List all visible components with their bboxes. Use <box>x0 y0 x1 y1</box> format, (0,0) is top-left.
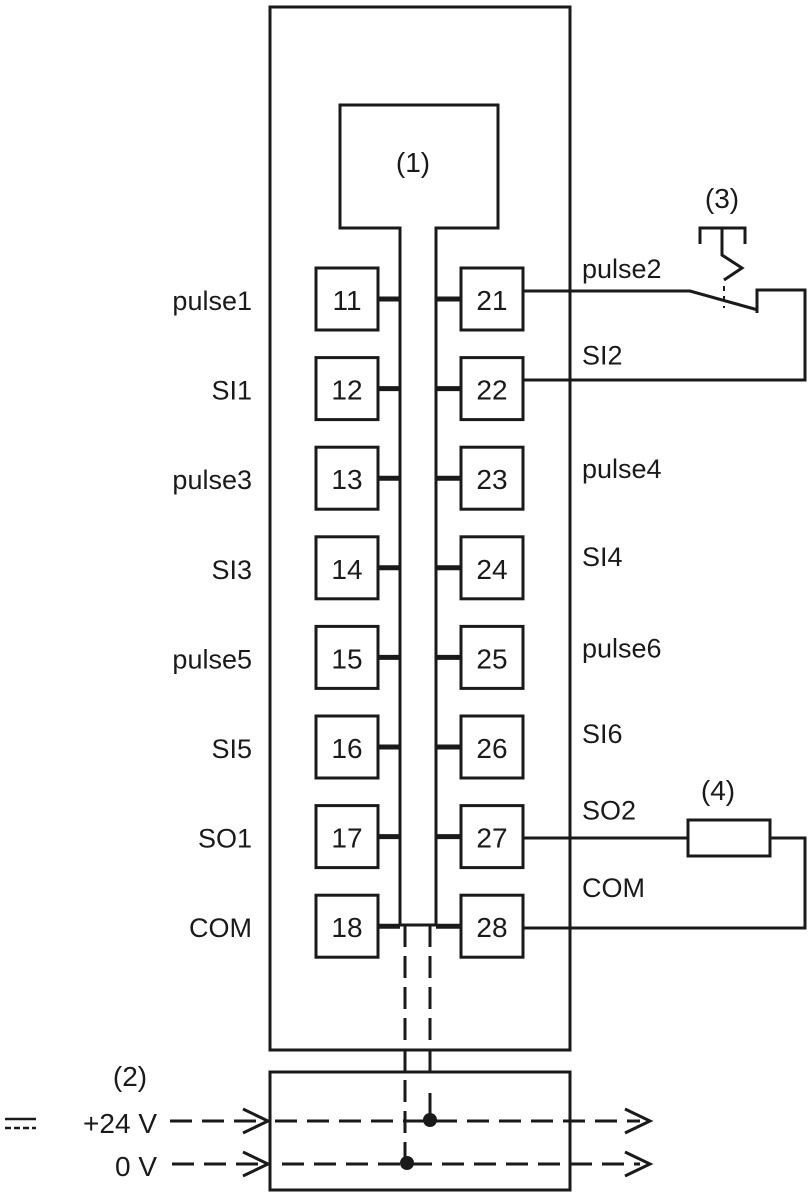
terminal-number: 21 <box>476 285 507 316</box>
terminal-number: 18 <box>331 912 362 943</box>
terminal-label: pulse3 <box>172 465 252 495</box>
terminal-label: SI3 <box>211 555 252 585</box>
supply-plus-label: +24 V <box>83 1108 157 1139</box>
terminal-label: SI4 <box>582 542 623 572</box>
terminal-number: 14 <box>331 554 362 585</box>
terminal-label: pulse5 <box>172 644 252 674</box>
terminal-number: 24 <box>476 554 507 585</box>
module-housing <box>268 5 572 1052</box>
terminal-number: 12 <box>331 375 362 406</box>
supply-module <box>268 1070 572 1192</box>
internal-bus <box>338 103 500 927</box>
terminal-number: 17 <box>331 823 362 854</box>
terminal-label: pulse1 <box>172 286 252 316</box>
callout-1: (1) <box>396 147 430 178</box>
arrow-icons <box>242 1107 654 1178</box>
junction-24v <box>423 1113 437 1127</box>
supply-lines <box>170 1119 640 1166</box>
junction-0v <box>400 1156 414 1170</box>
bus-feed-lines <box>403 925 432 1162</box>
dc-symbol-icon <box>5 1117 36 1130</box>
terminal-label: SI5 <box>211 734 252 764</box>
terminal-number: 11 <box>332 285 361 316</box>
emergency-switch-icon <box>523 226 807 382</box>
callout-4: (4) <box>701 775 735 806</box>
terminal-number: 16 <box>331 733 362 764</box>
terminal-label: SI6 <box>582 719 623 749</box>
terminal-number: 25 <box>476 643 507 674</box>
terminal-number: 26 <box>476 733 507 764</box>
terminal-label: SO1 <box>198 824 252 854</box>
terminal-label: pulse4 <box>582 454 662 484</box>
terminal-number: 28 <box>476 912 507 943</box>
terminal-number: 15 <box>331 643 362 674</box>
supply-zero-label: 0 V <box>115 1151 157 1182</box>
terminal-label: SI2 <box>582 341 623 371</box>
load-wiring <box>523 836 807 930</box>
terminal-label: COM <box>189 913 252 943</box>
terminal-label: pulse6 <box>582 633 662 663</box>
callout-3: (3) <box>705 183 739 214</box>
terminal-number: 22 <box>476 375 507 406</box>
terminal-number: 23 <box>476 464 507 495</box>
terminal-number: 13 <box>331 464 362 495</box>
terminal-label: SO2 <box>582 796 636 826</box>
terminal-label: pulse2 <box>582 254 662 284</box>
callout-2: (2) <box>113 1061 147 1092</box>
terminal-label: COM <box>582 873 645 903</box>
terminal-label: SI1 <box>211 376 252 406</box>
terminal-number: 27 <box>476 823 507 854</box>
load-resistor <box>686 818 772 858</box>
